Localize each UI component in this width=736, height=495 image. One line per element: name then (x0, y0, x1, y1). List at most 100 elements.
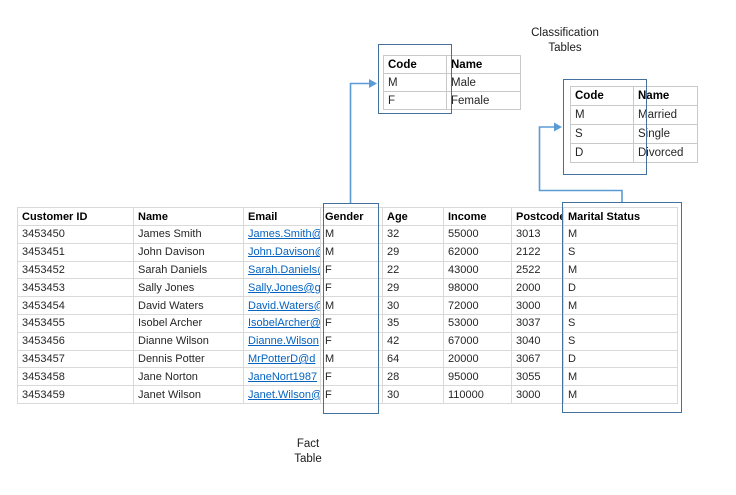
table-cell: James Smith (133, 225, 244, 244)
table-cell: M (563, 225, 678, 244)
fact-label-line1: Fact (296, 438, 320, 450)
email-link[interactable]: Sally.Jones@g (248, 281, 321, 294)
classification-tables-label: Classification Tables (500, 26, 630, 56)
table-cell: F (320, 367, 383, 387)
column-header: Code (570, 86, 634, 106)
email-link[interactable]: James.Smith@g (248, 228, 320, 241)
table-cell: Dianne.Wilson (243, 331, 321, 351)
email-link[interactable]: Janet.Wilson@ (248, 388, 321, 401)
table-cell: S (563, 313, 678, 333)
table-cell: D (563, 278, 678, 298)
table-cell: 3000 (511, 385, 564, 404)
email-link[interactable]: MrPotterD@d (248, 352, 316, 365)
table-cell: 110000 (443, 385, 512, 404)
table-cell: 43000 (443, 260, 512, 280)
table-cell: F (320, 260, 383, 280)
table-cell: Male (446, 73, 521, 92)
table-cell: M (563, 260, 678, 280)
table-cell: S (563, 242, 678, 262)
email-link[interactable]: JaneNort1987 (248, 370, 318, 383)
email-link[interactable]: Sarah.Daniels@ (248, 263, 321, 276)
column-header: Code (383, 55, 447, 74)
table-cell: 32 (382, 225, 444, 244)
table-cell: 28 (382, 367, 444, 387)
classification-label-line2: Tables (548, 42, 582, 54)
table-cell: M (320, 225, 383, 244)
table-cell: Janet.Wilson@ (243, 385, 321, 404)
email-link[interactable]: David.Waters@ (248, 299, 321, 312)
table-cell: 29 (382, 278, 444, 298)
column-header: Income (443, 207, 512, 226)
arrow-right-icon (554, 122, 562, 132)
email-link[interactable]: IsobelArcher@ (248, 317, 321, 330)
table-cell: John Davison (133, 242, 244, 262)
table-cell: F (320, 331, 383, 351)
table-cell: JaneNort1987 (243, 367, 321, 387)
table-cell: 55000 (443, 225, 512, 244)
table-cell: Divorced (633, 143, 698, 163)
column-header: Postcode (511, 207, 564, 226)
table-cell: M (570, 105, 634, 125)
table-cell: Female (446, 91, 521, 110)
table-cell: 3453457 (17, 349, 134, 369)
fact-table-label: Fact Table (258, 437, 358, 467)
table-cell: M (320, 349, 383, 369)
table-cell: 3453456 (17, 331, 134, 351)
email-link[interactable]: John.Davison@ (248, 246, 321, 259)
table-cell: M (563, 367, 678, 387)
table-cell: 2522 (511, 260, 564, 280)
table-cell: Sally.Jones@g (243, 278, 321, 298)
table-cell: 3453452 (17, 260, 134, 280)
table-cell: 67000 (443, 331, 512, 351)
table-cell: 3013 (511, 225, 564, 244)
table-cell: 53000 (443, 313, 512, 333)
table-cell: 30 (382, 296, 444, 315)
table-cell: 3055 (511, 367, 564, 387)
column-header: Name (133, 207, 244, 226)
table-cell: 3453458 (17, 367, 134, 387)
table-cell: M (383, 73, 447, 92)
table-cell: Sally Jones (133, 278, 244, 298)
table-cell: 42 (382, 331, 444, 351)
column-header: Marital Status (563, 207, 678, 226)
table-cell: 95000 (443, 367, 512, 387)
table-cell: 3453453 (17, 278, 134, 298)
table-cell: John.Davison@ (243, 242, 321, 262)
table-cell: 62000 (443, 242, 512, 262)
table-cell: S (563, 331, 678, 351)
table-cell: 2122 (511, 242, 564, 262)
table-cell: Sarah Daniels (133, 260, 244, 280)
table-cell: Janet Wilson (133, 385, 244, 404)
table-cell: D (570, 143, 634, 163)
table-cell: David Waters (133, 296, 244, 315)
table-cell: 3037 (511, 313, 564, 333)
column-header: Age (382, 207, 444, 226)
classification-label-line1: Classification (531, 27, 599, 39)
arrow-right-icon (369, 79, 377, 88)
column-header: Email (243, 207, 321, 226)
table-cell: 3067 (511, 349, 564, 369)
table-cell: Dianne Wilson (133, 331, 244, 351)
table-cell: 30 (382, 385, 444, 404)
table-cell: 3000 (511, 296, 564, 315)
table-cell: Dennis Potter (133, 349, 244, 369)
email-link[interactable]: Dianne.Wilson (248, 335, 319, 348)
